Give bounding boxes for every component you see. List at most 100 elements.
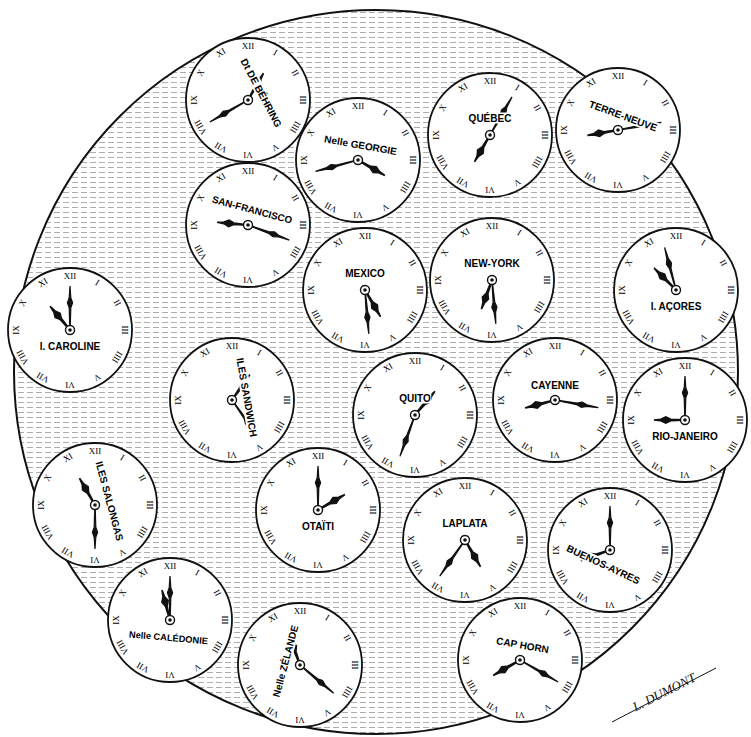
clock-numeral: IX — [307, 285, 316, 295]
clock-numeral: IX — [300, 155, 309, 165]
hand-pivot-dot — [246, 223, 250, 227]
dial-outline — [458, 598, 582, 722]
clock-numeral: VI — [90, 555, 100, 564]
clock-numeral: IX — [112, 615, 121, 625]
clock-face: I. AÇORESXIIIIIIIIIIIIVVIVIIVIIIIXXXI — [613, 227, 739, 353]
hand-pivot-dot — [683, 418, 687, 422]
clock-numeral: VI — [227, 450, 237, 459]
clock-numeral: XII — [486, 222, 499, 231]
clock-dial — [457, 597, 583, 723]
artist-signature: L. DUMONT — [630, 671, 697, 714]
clock-numeral: XII — [409, 357, 422, 366]
dial-outline — [430, 218, 554, 342]
dial-outline — [303, 228, 427, 352]
hand-pivot — [516, 656, 525, 665]
dial-outline — [296, 98, 420, 222]
clock-numeral: III — [726, 286, 735, 295]
hand-pivot — [91, 501, 100, 510]
clock-numeral: III — [408, 156, 417, 165]
hand-pivot — [314, 506, 323, 515]
clock-numeral: XII — [226, 342, 239, 351]
clock-numeral: III — [515, 536, 524, 545]
clock-face: RIO-JANEIROXIIIIIIIIIIIIVVIVIIVIIIIXXXI — [622, 357, 748, 483]
hour-hand — [314, 495, 345, 513]
clock-numeral: IX — [462, 655, 471, 665]
dial-outline — [33, 443, 157, 567]
dial-outline — [238, 603, 362, 727]
hour-hand — [50, 306, 73, 334]
dial-outline — [256, 448, 380, 572]
clock-numeral: VI — [243, 275, 253, 284]
hand-pivot-dot — [490, 278, 494, 282]
clock-numeral: VI — [485, 185, 495, 194]
clock-numeral: VI — [671, 340, 681, 349]
clock-face: LAPLATAXIIIIIIIIIIIIVVIVIIVIIIIXXXI — [402, 477, 528, 603]
clock-face: NEW-YORKXIIIIIIIIIIIIVVIVIIVIIIIXXXI — [429, 217, 555, 343]
hand-pivot-dot — [363, 288, 367, 292]
clock-numeral: VI — [680, 470, 690, 479]
clock-dial — [107, 557, 233, 683]
clock-face: MEXICOXIIIIIIIIIIIIVVIVIIVIIIIXXXI — [302, 227, 428, 353]
hour-hand — [654, 268, 679, 293]
clock-face: ILES SANDWICHXIIIIIIIIIIIIVVIVIIVIIIIXXX… — [169, 337, 295, 463]
clock-face: BUENOS-AYRESXIIIIIIIIIIIIVVIVIIVIIIIXXXI — [547, 487, 673, 613]
city-name: I. AÇORES — [650, 301, 703, 312]
clock-numeral: IX — [552, 545, 561, 555]
dial-outline — [186, 163, 310, 287]
city-name: QUÉBEC — [468, 113, 513, 124]
hand-pivot-dot — [463, 538, 467, 542]
clock-dial — [295, 97, 421, 223]
clock-face: Nelle GEORGIEXIIIIIIIIIIIIVVIVIIVIIIIXXX… — [295, 97, 421, 223]
city-name: I. CAROLINE — [39, 341, 102, 352]
hand-pivot-dot — [298, 663, 302, 667]
clock-dial — [492, 337, 618, 463]
clock-face: QUÉBECXIIIIIIIIIIIIVVIVIIVIIIIXXXI — [427, 72, 553, 198]
clock-numeral: XII — [242, 42, 255, 51]
clock-numeral: III — [570, 656, 579, 665]
clock-numeral: IX — [190, 95, 199, 105]
clock-face: Dt DE BÉHRINGXIIIIIIIIIIIIVVIVIIVIIIIXXX… — [185, 37, 311, 163]
clock-numeral: III — [298, 96, 307, 105]
clock-numeral: III — [540, 131, 549, 140]
clock-numeral: XII — [242, 167, 255, 176]
clock-numeral: III — [465, 411, 474, 420]
clock-face: Nelle CALÉDONIEXIIIIIIIIIIIIVVIVIIVIIIIX… — [107, 557, 233, 683]
clock-numeral: XII — [670, 232, 683, 241]
hand-pivot-dot — [168, 618, 172, 622]
hand-pivot-dot — [608, 548, 612, 552]
dial-outline — [170, 338, 294, 462]
city-name: CAYENNE — [530, 380, 580, 391]
hour-hand — [475, 131, 493, 162]
clock-numeral: IX — [618, 285, 627, 295]
hand-pivot — [606, 546, 615, 555]
clock-numeral: III — [735, 416, 744, 425]
clock-numeral: IX — [560, 125, 569, 135]
clock-numeral: IX — [497, 395, 506, 405]
dial-outline — [623, 358, 747, 482]
clock-numeral: VI — [515, 710, 525, 719]
city-name: LAPLATA — [441, 518, 488, 529]
hand-pivot-dot — [553, 398, 557, 402]
clock-numeral: IX — [242, 660, 251, 670]
hand-pivot — [461, 536, 470, 545]
hand-pivot — [488, 276, 497, 285]
clock-numeral: IX — [190, 220, 199, 230]
clock-numeral: IX — [260, 505, 269, 515]
clock-numeral: IX — [407, 535, 416, 545]
hand-pivot — [296, 661, 305, 670]
clock-face: I. CAROLINEXIIIIIIIIIIIIVVIVIIVIIIIXXXI — [7, 267, 133, 393]
hand-pivot-dot — [674, 288, 678, 292]
hand-pivot-dot — [488, 133, 492, 137]
hand-pivot-dot — [246, 98, 250, 102]
clock-dial — [237, 602, 363, 728]
clock-numeral: VI — [353, 210, 363, 219]
clock-numeral: XII — [352, 102, 365, 111]
clock-numeral: VI — [613, 180, 623, 189]
hand-pivot — [672, 286, 681, 295]
clock-dial — [255, 447, 381, 573]
clock-face: CAYENNEXIIIIIIIIIIIIVVIVIIVIIIIXXXI — [492, 337, 618, 463]
hand-pivot — [244, 221, 253, 230]
hand-pivot-dot — [68, 328, 72, 332]
hand-pivot — [354, 156, 363, 165]
signature-underline — [612, 668, 716, 722]
